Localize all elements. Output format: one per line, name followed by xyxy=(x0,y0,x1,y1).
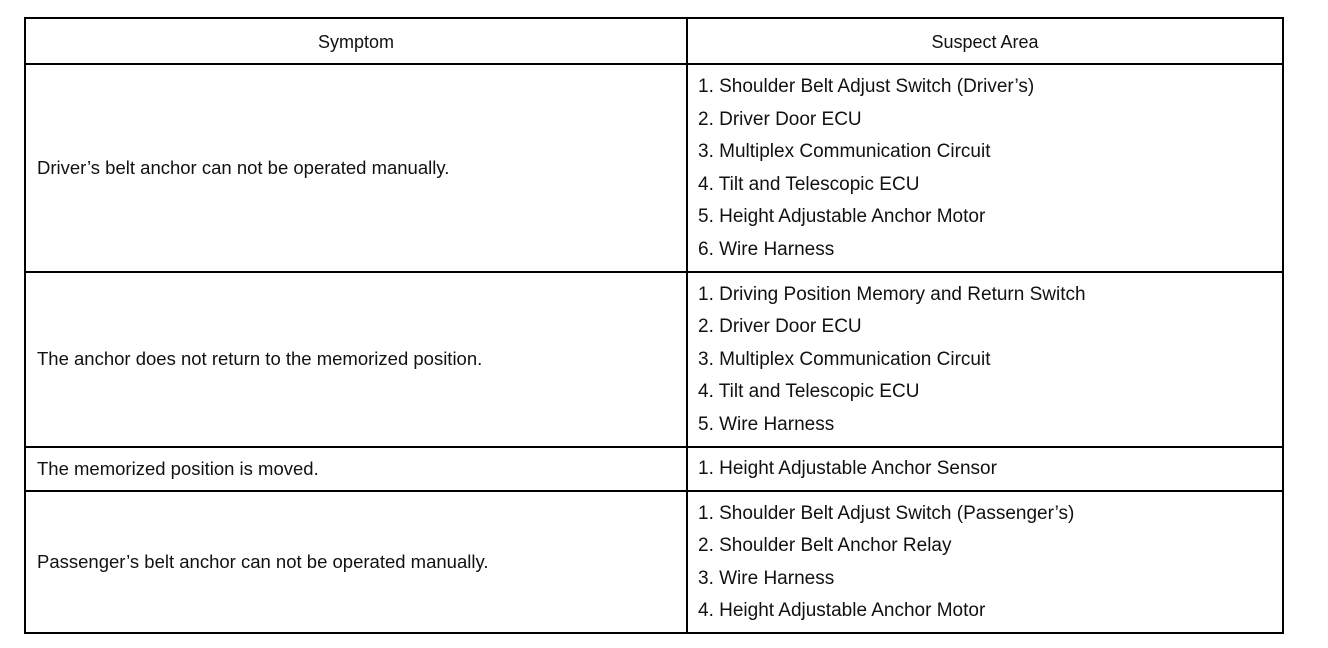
suspect-item: 4. Tilt and Telescopic ECU xyxy=(698,381,920,403)
table-row: Driver’s belt anchor can not be operated… xyxy=(24,63,1284,273)
suspect-cell: 1. Shoulder Belt Adjust Switch (Passenge… xyxy=(686,489,1284,634)
suspect-cell: 1. Shoulder Belt Adjust Switch (Driver’s… xyxy=(686,63,1284,273)
suspect-item: 5. Height Adjustable Anchor Motor xyxy=(698,206,986,228)
suspect-item: 4. Height Adjustable Anchor Motor xyxy=(698,600,986,622)
symptom-cell: The anchor does not return to the memori… xyxy=(24,270,688,448)
suspect-item: 2. Shoulder Belt Anchor Relay xyxy=(698,535,952,557)
symptom-cell: The memorized position is moved. xyxy=(24,445,688,492)
suspect-item: 2. Driver Door ECU xyxy=(698,108,862,130)
symptom-cell: Driver’s belt anchor can not be operated… xyxy=(24,63,688,273)
table-body: Driver’s belt anchor can not be operated… xyxy=(24,63,1284,634)
suspect-list: 1. Shoulder Belt Adjust Switch (Driver’s… xyxy=(698,71,1282,267)
suspect-item: 1. Shoulder Belt Adjust Switch (Passenge… xyxy=(698,502,1075,524)
suspect-item: 1. Driving Position Memory and Return Sw… xyxy=(698,283,1086,305)
suspect-item: 6. Wire Harness xyxy=(698,238,835,260)
suspect-item: 2. Driver Door ECU xyxy=(698,316,862,338)
suspect-item: 3. Multiplex Communication Circuit xyxy=(698,348,991,370)
suspect-item: 1. Shoulder Belt Adjust Switch (Driver’s… xyxy=(698,76,1035,97)
suspect-list: 1. Shoulder Belt Adjust Switch (Passenge… xyxy=(698,498,1282,628)
suspect-item: 1. Height Adjustable Anchor Sensor xyxy=(698,458,997,480)
symptom-cell: Passenger’s belt anchor can not be opera… xyxy=(24,489,688,634)
suspect-item: 3. Wire Harness xyxy=(698,567,835,589)
symptom-table: Symptom Suspect Area Driver’s belt ancho… xyxy=(24,17,1284,634)
header-symptom: Symptom xyxy=(24,17,688,65)
suspect-item: 4. Tilt and Telescopic ECU xyxy=(698,173,920,195)
header-suspect-area: Suspect Area xyxy=(686,17,1284,65)
table-row: Passenger’s belt anchor can not be opera… xyxy=(24,489,1284,634)
table-row: The memorized position is moved. 1. Heig… xyxy=(24,445,1284,492)
suspect-list: 1. Driving Position Memory and Return Sw… xyxy=(698,279,1282,442)
suspect-item: 5. Wire Harness xyxy=(698,413,835,435)
suspect-cell: 1. Height Adjustable Anchor Sensor xyxy=(686,445,1284,492)
table-header: Symptom Suspect Area xyxy=(24,17,1284,65)
suspect-list: 1. Height Adjustable Anchor Sensor xyxy=(698,453,1282,486)
header-row: Symptom Suspect Area xyxy=(24,17,1284,65)
suspect-item: 3. Multiplex Communication Circuit xyxy=(698,141,991,163)
suspect-cell: 1. Driving Position Memory and Return Sw… xyxy=(686,270,1284,448)
table-row: The anchor does not return to the memori… xyxy=(24,270,1284,448)
